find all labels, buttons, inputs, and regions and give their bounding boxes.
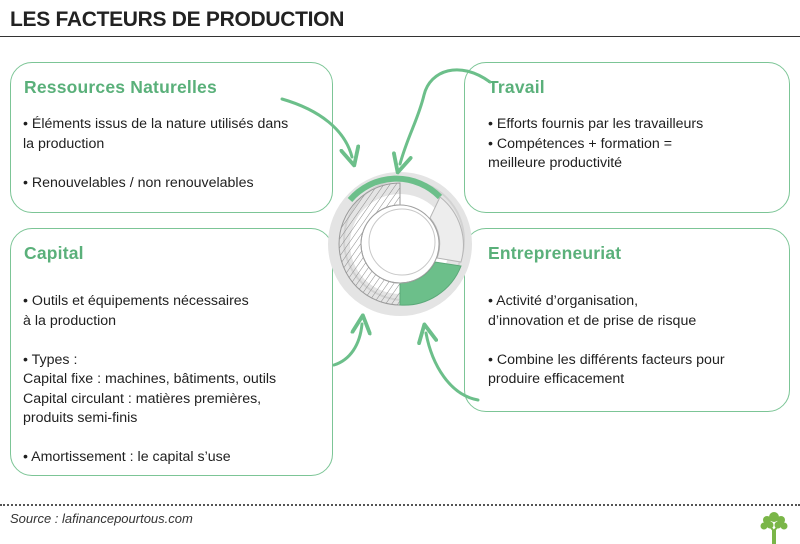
card-line: produits semi-finis — [23, 410, 138, 426]
card-ressources-naturelles: Ressources Naturelles • Éléments issus d… — [10, 62, 333, 213]
card-heading: Ressources Naturelles — [24, 77, 217, 97]
card-line: • Types : — [23, 351, 78, 368]
card-line: • Compétences + formation = — [488, 135, 672, 152]
tree-logo-icon — [760, 512, 788, 544]
card-body: • Efforts fournis par les travailleurs •… — [488, 115, 781, 174]
card-line: • Activité d’organisation, — [488, 293, 639, 309]
card-line: la production — [23, 135, 105, 152]
footer-divider — [0, 504, 800, 506]
card-heading: Entrepreneuriat — [488, 243, 622, 263]
card-capital: Capital • Outils et équipements nécessai… — [10, 228, 333, 476]
arrow-capital — [332, 324, 362, 367]
circular-ring-icon — [328, 172, 472, 316]
title-divider — [0, 36, 800, 37]
spacer — [488, 331, 781, 351]
card-line: • Efforts fournis par les travailleurs — [488, 116, 704, 132]
card-line: produire efficacement — [488, 371, 625, 387]
card-line: à la production — [23, 312, 117, 329]
card-line: • Amortissement : le capital s’use — [23, 449, 231, 465]
card-entrepreneuriat: Entrepreneuriat • Activité d’organisatio… — [464, 228, 790, 412]
card-travail: Travail • Efforts fournis par les travai… — [464, 62, 790, 213]
card-line: Capital fixe : machines, bâtiments, outi… — [23, 371, 277, 387]
card-line: • Outils et équipements nécessaires — [23, 293, 249, 309]
card-line: Capital circulant : matières premières, — [23, 390, 262, 407]
card-heading: Travail — [488, 77, 545, 97]
card-line: meilleure productivité — [488, 155, 623, 171]
card-line: • Renouvelables / non renouvelables — [23, 174, 254, 191]
source-caption: Source : lafinancepourtous.com — [10, 511, 193, 526]
spacer — [23, 154, 324, 174]
card-body: • Activité d’organisation, d’innovation … — [488, 292, 781, 390]
card-body: • Éléments issus de la nature utilisés d… — [23, 115, 324, 193]
card-body: • Outils et équipements nécessaires à la… — [23, 292, 324, 468]
spacer — [23, 331, 324, 351]
card-line: d’innovation et de prise de risque — [488, 312, 697, 329]
page-title: LES FACTEURS DE PRODUCTION — [10, 8, 345, 31]
card-line: • Éléments issus de la nature utilisés d… — [23, 116, 289, 132]
card-line: • Combine les différents facteurs pour — [488, 351, 725, 368]
spacer — [23, 429, 324, 449]
card-heading: Capital — [24, 243, 84, 263]
